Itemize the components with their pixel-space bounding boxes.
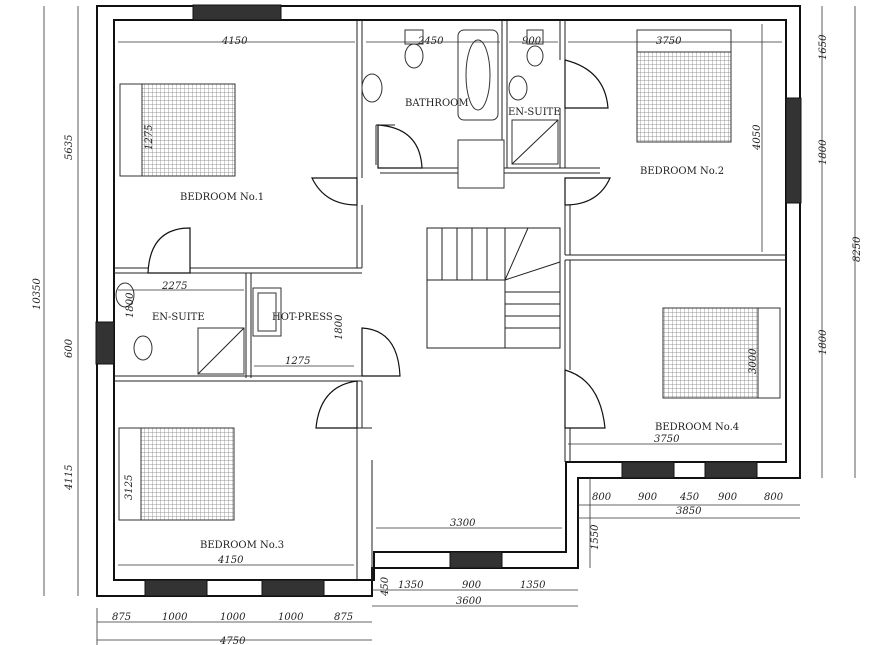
- dim-3000: 3000: [748, 348, 759, 374]
- fixtures: [115, 29, 559, 375]
- window-bed3-b: [261, 579, 325, 597]
- dim-600: 600: [64, 338, 75, 358]
- windows: [95, 4, 802, 597]
- dim-3850: 3850: [676, 506, 702, 517]
- exterior-dimension-lines: [43, 6, 856, 645]
- dim-1000-c: 1000: [278, 612, 304, 623]
- label-bedroom-3: BEDROOM No.3: [200, 540, 284, 551]
- label-bedroom-4: BEDROOM No.4: [655, 422, 739, 433]
- label-bedroom-1: BEDROOM No.1: [180, 192, 264, 203]
- dim-800-a: 800: [592, 492, 612, 503]
- dim-4150-bed3: 4150: [217, 555, 244, 566]
- dim-1550: 1550: [590, 524, 601, 550]
- dim-8250: 8250: [852, 236, 863, 262]
- dim-900-a: 900: [638, 492, 658, 503]
- beds: [118, 29, 781, 521]
- dim-1800-ensuite: 1800: [125, 292, 136, 318]
- window-left: [95, 321, 115, 365]
- dim-1650: 1650: [818, 34, 829, 60]
- dim-1350-a: 1350: [398, 580, 424, 591]
- dim-3750-top: 3750: [656, 36, 682, 47]
- dim-450: 450: [679, 492, 700, 503]
- dim-900-bottom: 900: [462, 580, 482, 591]
- dim-1000-b: 1000: [220, 612, 246, 623]
- dim-875-a: 875: [112, 612, 131, 623]
- dim-3300: 3300: [450, 518, 476, 529]
- dim-1000-a: 1000: [162, 612, 188, 623]
- window-right: [785, 97, 802, 204]
- dim-5635: 5635: [64, 135, 75, 160]
- dim-1275-bed1: 1275: [144, 125, 155, 150]
- doors: [147, 59, 611, 429]
- dim-875-b: 875: [334, 612, 353, 623]
- dim-4050: 4050: [752, 124, 763, 151]
- dim-800-b: 800: [764, 492, 784, 503]
- interior-dimension-lines: [118, 24, 782, 566]
- dim-900-top: 900: [522, 36, 542, 47]
- dim-2275: 2275: [161, 281, 187, 292]
- dim-4150-top: 4150: [221, 36, 248, 47]
- window-top: [192, 4, 282, 21]
- dim-1800-right-b: 1800: [818, 329, 829, 355]
- dim-10350: 10350: [32, 278, 43, 310]
- dim-1800-right: 1800: [818, 139, 829, 165]
- label-hotpress: HOT-PRESS: [272, 312, 333, 323]
- basin-icon: [361, 73, 383, 103]
- window-bed4-a: [621, 461, 675, 479]
- dim-3600: 3600: [456, 596, 482, 607]
- dim-2450: 2450: [417, 36, 444, 47]
- window-hall: [449, 551, 503, 569]
- label-ensuite-left: EN-SUITE: [152, 312, 205, 323]
- dim-4115: 4115: [64, 465, 75, 491]
- dim-1800-hotpress: 1800: [334, 314, 345, 340]
- dim-4750: 4750: [219, 636, 246, 645]
- dim-1275-hotpress: 1275: [285, 356, 310, 367]
- window-bed4-b: [704, 461, 758, 479]
- label-ensuite-top: EN-SUITE: [508, 107, 561, 118]
- dim-3125: 3125: [124, 475, 135, 500]
- dim-3750-bed4: 3750: [654, 434, 680, 445]
- window-bed3-a: [144, 579, 208, 597]
- dim-1350-b: 1350: [520, 580, 546, 591]
- label-bathroom: BATHROOM: [405, 98, 469, 109]
- dim-450-bottom: 450: [380, 576, 391, 597]
- staircase: [426, 227, 561, 349]
- label-bedroom-2: BEDROOM No.2: [640, 166, 724, 177]
- dim-900-b: 900: [718, 492, 738, 503]
